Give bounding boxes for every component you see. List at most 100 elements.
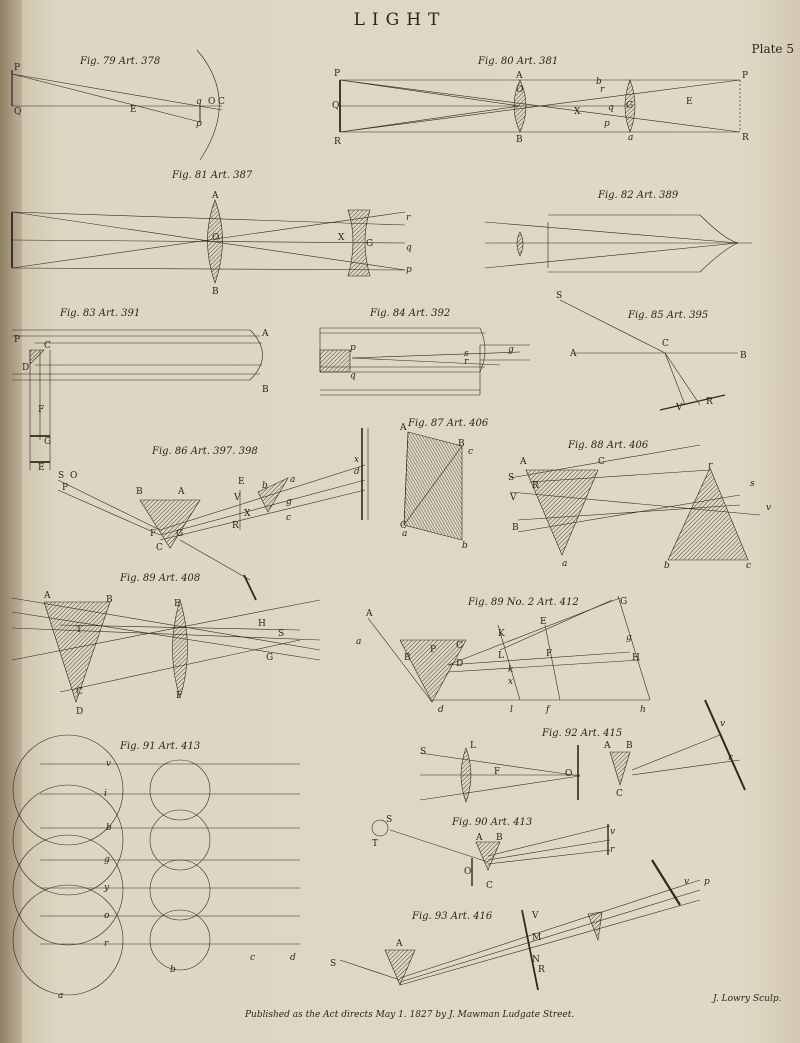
fig80-label-r: r [600,85,605,95]
fig89b-caption: Fig. 89 No. 2 Art. 412 [468,597,579,608]
fig93-diagram [339,859,701,991]
fig80-diagram [339,79,741,133]
fig89b-label-h: h [640,705,646,715]
fig89b-label-a: a [356,637,361,647]
fig85-caption: Fig. 85 Art. 395 [628,310,709,321]
fig82-diagram [484,214,752,273]
fig93-label-v: v [684,877,689,887]
fig88-label-A: A [519,457,527,467]
fig80-label-A: A [515,71,523,81]
fig91-label-a: a [58,991,63,1001]
fig90-diagram [371,819,611,886]
fig89-label-T: T [76,625,82,635]
fig89-label-A: A [43,591,51,601]
fig86-label-c: c [286,513,291,523]
fig86-label-E: E [238,477,245,487]
fig88-caption: Fig. 88 Art. 406 [568,440,649,451]
fig80-label-b: b [596,77,602,87]
fig81-label-r: r [406,213,411,223]
fig80-label-O: O [516,85,523,95]
fig83-label-G: G [44,437,51,447]
fig81-label-q: q [406,243,412,253]
fig88-label-s: s [750,479,755,489]
fig80-label-a: a [628,133,633,143]
fig90-caption: Fig. 90 Art. 413 [452,817,533,828]
fig88-label-a: a [562,559,567,569]
page-title: LIGHT [353,10,447,30]
fig79-label-E: E [130,105,137,115]
fig92-label-B: B [626,741,633,751]
fig80-label-P: P [742,71,748,81]
fig89b-label-A: A [365,609,373,619]
fig89b-label-L: L [498,651,504,661]
fig89b-label-C: C [456,641,463,651]
fig88-label-S: S [508,473,514,483]
fig92-label-A: A [603,741,611,751]
fig92-label-S: S [420,747,426,757]
book-spine-shadow [0,0,22,1043]
fig91-label-c: c [250,953,255,963]
fig85-label-A: A [569,349,577,359]
fig89b-label-D: D [456,659,463,669]
fig93-label-p: p [704,877,710,887]
fig87-label-B: B [458,439,465,449]
fig89b-label-d: d [438,705,444,715]
fig79-label-C: C [218,97,225,107]
fig84-label-s: s [464,349,469,359]
fig84-label-r: r [464,357,469,367]
fig88-label-V: V [509,493,517,503]
fig91-label-v: v [106,759,111,769]
fig83-label-D: D [22,363,29,373]
fig89b-label-k: k [508,665,513,675]
fig81-label-X: X [338,233,345,243]
fig80-label-Q: Q [332,101,339,111]
fig90-label-S: S [386,815,392,825]
fig79-diagram [11,49,223,161]
fig91-diagram [12,734,300,996]
fig84-label-g: g [508,345,514,355]
fig83-diagram [12,329,263,470]
fig84-caption: Fig. 84 Art. 392 [370,308,451,319]
fig88-label-c: c [746,561,751,571]
fig85-label-R: R [706,397,713,407]
fig89b-label-F: F [546,649,552,659]
fig88-label-r: r [708,461,713,471]
fig89b-label-E: E [540,617,547,627]
fig88-label-R: R [532,481,539,491]
fig85-diagram [559,299,738,411]
fig93-label-V: V [531,911,539,921]
fig80-label-E: E [686,97,693,107]
fig80-label-p: p [604,119,610,129]
fig92-label-r: r [728,753,733,763]
plate-number: Plate 5 [751,42,794,56]
fig81-label-G: G [366,239,373,249]
fig91-label-b: b [106,823,112,833]
fig79-label-P: P [14,63,20,73]
fig86-label-C: C [156,543,163,553]
fig86-diagram [57,428,369,601]
fig79-label-p: p [196,119,202,129]
fig83-label-P: P [14,335,20,345]
fig92-diagram [419,699,746,803]
fig93-caption: Fig. 93 Art. 416 [412,911,493,922]
fig81-label-B: B [212,287,219,297]
fig92-caption: Fig. 92 Art. 415 [542,728,623,739]
fig93-label-N: N [532,955,540,965]
imprint-line: Published as the Act directs May 1. 1827… [245,1010,575,1020]
fig90-label-A: A [475,833,483,843]
fig91-label-i: i [104,789,107,799]
fig85-label-B: B [740,351,747,361]
fig89b-label-g: g [626,633,632,643]
fig93-label-M: M [532,933,541,943]
fig79-label-O: O [208,97,215,107]
fig86-label-F: F [150,529,156,539]
fig89-label-C: C [76,687,83,697]
fig84-diagram [319,327,530,396]
fig91-caption: Fig. 91 Art. 413 [120,741,201,752]
fig80-label-X: X [574,107,581,117]
fig89b-label-l: l [510,705,513,715]
fig89b-label-P: P [430,645,436,655]
fig88-label-v: v [766,503,771,513]
fig86-label-O: O [70,471,77,481]
